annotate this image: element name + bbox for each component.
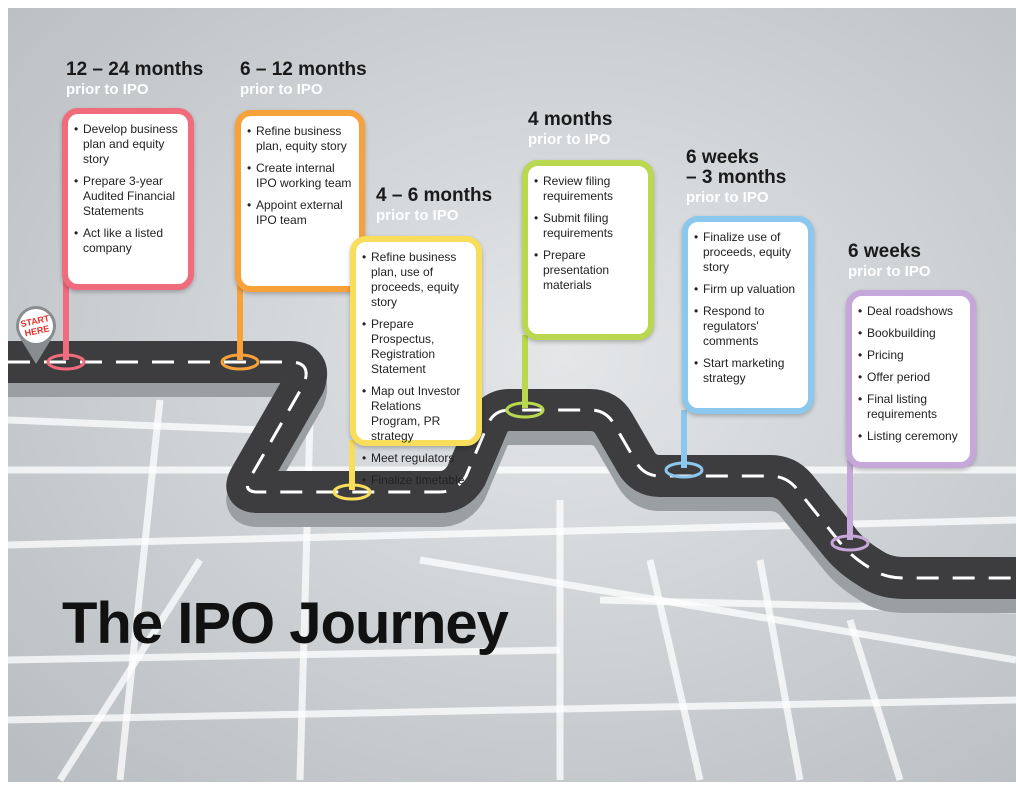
stage-item: Submit filing requirements [534,211,642,241]
stage-item: Refine business plan, equity story [247,124,353,154]
stage-item: Deal roadshows [858,304,964,319]
stage-1-card: Develop business plan and equity story P… [62,108,194,290]
road-centre-line [8,360,1016,580]
stage-subheading: prior to IPO [848,262,931,280]
stage-5-card: Finalize use of proceeds, equity story F… [682,216,814,414]
stage-2-heading: 6 – 12 months prior to IPO [240,60,367,98]
stage-item: Finalize use of proceeds, equity story [694,230,802,275]
stage-item: Prepare 3-year Audited Financial Stateme… [74,174,182,219]
stage-item: Listing ceremony [858,429,964,444]
stage-item: Finalize timetable [362,473,470,488]
street-grid [7,399,1017,782]
stage-heading: 6 weeks [686,147,759,168]
stage-item: Map out Investor Relations Program, PR s… [362,384,470,444]
stage-item: Pricing [858,348,964,363]
stage-subheading: prior to IPO [528,130,611,148]
stage-item: Respond to regulators' comments [694,304,802,349]
stage-3-heading: 4 – 6 months prior to IPO [376,186,492,224]
stage-2-card: Refine business plan, equity story Creat… [235,110,365,292]
stage-6-card: Deal roadshows Bookbuilding Pricing Offe… [846,290,976,468]
stage-item: Develop business plan and equity story [74,122,182,167]
stage-subheading: prior to IPO [376,206,459,224]
stage-item: Start marketing strategy [694,356,802,386]
stage-heading: 4 – 6 months [376,185,493,206]
stage-item: Prepare presentation materials [534,248,642,293]
stage-heading: 6 – 12 months [240,59,367,80]
stage-item: Appoint external IPO team [247,198,353,228]
stage-heading: 12 – 24 months [66,59,204,80]
stage-item: Create internal IPO working team [247,161,353,191]
stage-3-card: Refine business plan, use of proceeds, e… [350,236,482,488]
stage-item: Firm up valuation [694,282,802,297]
stage-4-heading: 4 months prior to IPO [528,110,612,148]
stage-heading: 6 weeks [848,241,921,262]
stage-item: Act like a listed company [74,226,182,256]
page-title: The IPO Journey [62,591,509,656]
stage-item: Meet regulators [362,451,470,466]
stage-item: Final listing requirements [858,392,964,422]
stage-5-heading: 6 weeks – 3 months prior to IPO [686,148,786,206]
stage-heading: 4 months [528,109,613,130]
stage-pins [46,280,870,552]
stage-item: Offer period [858,370,964,385]
stage-6-heading: 6 weeks prior to IPO [848,242,931,280]
stage-item: Review filing requirements [534,174,642,204]
stage-subheading: prior to IPO [66,80,149,98]
stage-item: Prepare Prospectus, Registration Stateme… [362,317,470,377]
start-here-pin-icon: START HERE [16,306,56,364]
stage-4-card: Review filing requirements Submit filing… [522,160,654,340]
stage-item: Refine business plan, use of proceeds, e… [362,250,470,310]
stage-subheading: prior to IPO [686,188,769,206]
stage-subheading: prior to IPO [240,80,323,98]
stage-item: Bookbuilding [858,326,964,341]
stage-heading-line2: – 3 months [686,166,787,188]
stage-1-heading: 12 – 24 months prior to IPO [66,60,203,98]
